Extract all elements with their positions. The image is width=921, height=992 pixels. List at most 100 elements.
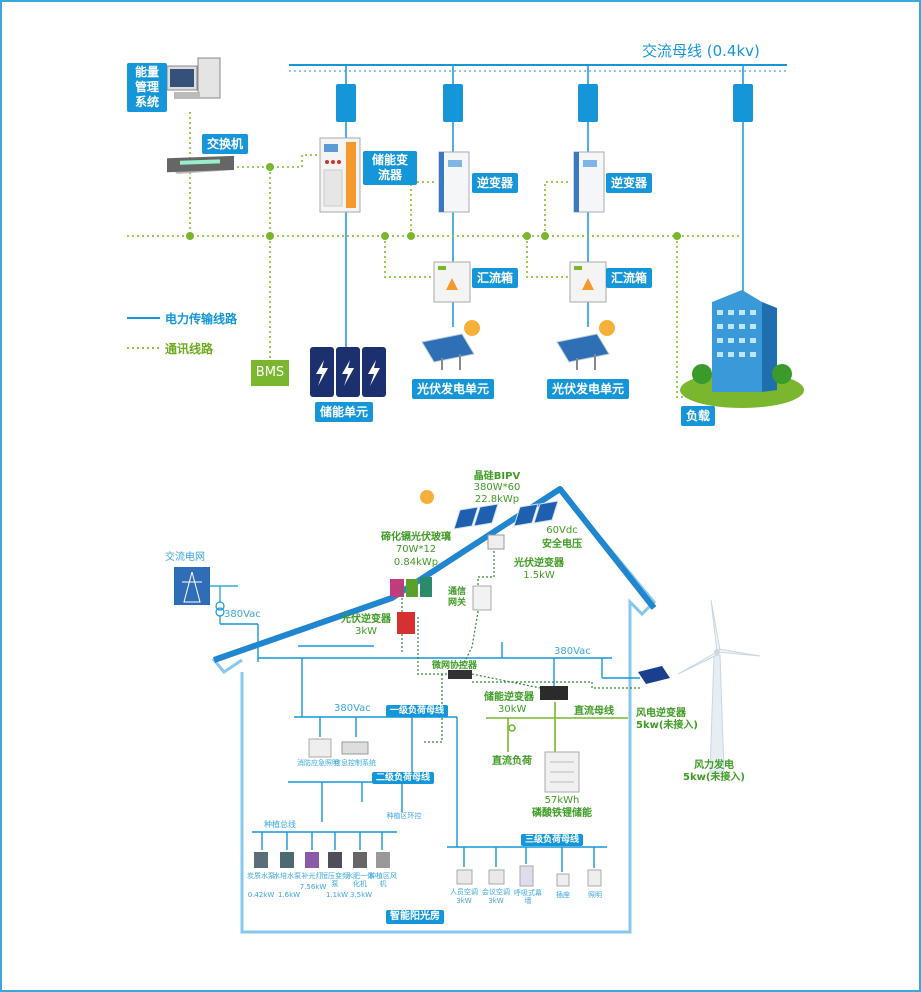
load-left-2-spec: 7.56kW (299, 883, 327, 891)
pv-inv-small-spec: 1.5kW (523, 570, 555, 581)
battery-spec: 57kWh (544, 795, 580, 806)
pv-inv-3k-spec: 3kW (354, 626, 378, 637)
load-right-0-name: 人员空调 (450, 888, 478, 896)
gateway-label: 通信网关 (448, 587, 467, 608)
storage-unit-label: 储能单元 (315, 402, 374, 422)
load-right-3-name: 插座 (556, 891, 570, 899)
level3-bus-label: 三级负荷母线 (521, 834, 584, 846)
pv-inv-3k-title: 光伏逆变器 (341, 614, 391, 625)
pcs-cabinet-icon (319, 137, 361, 213)
load-right-2-name: 呼吸式幕墙 (514, 889, 542, 905)
plant-load-icons (254, 852, 390, 868)
cdte-spec1: 70W*12 (395, 544, 437, 555)
info-ctrl-icon (341, 741, 369, 755)
storage-inverter-icon (540, 686, 568, 700)
pcs-label: 储能变流器 (363, 151, 417, 185)
power-tower-icon (174, 567, 210, 605)
fire-panel-icon (308, 738, 332, 758)
ems-label: 能量管理系统 (127, 63, 167, 112)
load-right-4-name: 照明 (588, 891, 602, 899)
cdte-spec2: 0.84kWp (393, 557, 439, 568)
grid-feed (210, 585, 238, 624)
legend-comm-label: 通讯线路 (165, 342, 214, 356)
load-right-1-spec: 3kW (488, 897, 504, 905)
load-left-5-name: 种植区风机 (369, 872, 397, 888)
combiner1-icon (433, 261, 471, 303)
level3-load-icons (456, 865, 602, 887)
wind-gen-spec: 5kw(未接入) (683, 772, 745, 783)
plant-bus-label: 种植总线 (264, 820, 296, 829)
load-left-4-name: 水肥一体化机 (346, 872, 374, 888)
sun-icon (420, 490, 434, 504)
gateway-icon (472, 585, 492, 611)
storage-inv-title: 储能逆变器 (484, 692, 534, 703)
bipv-panels-icon (453, 500, 559, 530)
switch-label: 交换机 (202, 134, 249, 154)
bipv-title: 晶硅BIPV (473, 471, 521, 482)
grid-label: 交流电网 (165, 552, 205, 563)
pv-unit1-label: 光伏发电单元 (412, 379, 495, 399)
computer-icon (166, 57, 221, 99)
fire-light-label: 消防应急照明 (297, 759, 339, 767)
inverter2-icon (573, 151, 605, 213)
bipv-spec1: 380W*60 (473, 482, 521, 493)
legend-power-label: 电力传输线路 (165, 312, 238, 326)
load-label: 负载 (681, 406, 716, 426)
controller-label: 微网协控器 (432, 661, 478, 671)
battery-title: 磷酸铁锂储能 (532, 808, 592, 819)
controller-icon (448, 670, 472, 679)
plant-ctrl-label: 种植区环控 (386, 812, 422, 820)
info-ctrl-label: 信息控制系统 (334, 759, 376, 767)
level1-bus-label: 一级负荷母线 (386, 705, 449, 717)
combiner2-icon (569, 261, 607, 303)
v380-lv1: 380Vac (334, 703, 371, 714)
pv-unit2-label: 光伏发电单元 (547, 379, 630, 399)
load-right-0-spec: 3kW (456, 897, 472, 905)
wind-gen-title: 风力发电 (694, 760, 734, 771)
solar-panel-icon-1 (421, 320, 480, 370)
load-left-1-name: 水培水泵 (273, 872, 301, 880)
house-walls (211, 487, 657, 934)
storage-inv-spec: 30kW (498, 704, 527, 715)
load-left-3-name: 恒压变频泵 (321, 872, 349, 888)
house-name-label: 智能阳光房 (386, 910, 444, 924)
inverter1-icon (438, 151, 470, 213)
load-left-1-spec: 1.6kW (277, 891, 301, 899)
cdte-title: 碲化镉光伏玻璃 (381, 532, 451, 543)
inverter1-label: 逆变器 (472, 173, 519, 193)
bms-box: BMS (251, 360, 289, 386)
load-left-0-spec: 0.42kW (247, 891, 275, 899)
breaker-load (733, 84, 753, 122)
combiner2-label: 汇流箱 (606, 268, 653, 288)
wind-turbine-icon (677, 599, 761, 773)
dc-bus-label: 直流母线 (574, 706, 614, 717)
comm-nodes (186, 163, 681, 240)
cdte-glass-icon (390, 577, 432, 597)
network-switch-icon (167, 155, 234, 174)
safe-voltage-label: 安全电压 (542, 539, 582, 550)
breaker-inverter2 (578, 84, 598, 122)
ac-bus-title: 交流母线 (0.4kv) (642, 42, 760, 60)
load-left-0-name: 炭质水泵 (247, 872, 275, 880)
bipv-spec2: 22.8kWp (474, 494, 520, 505)
solar-panel-icon-2 (556, 320, 615, 370)
breaker-inverter1 (443, 84, 463, 122)
house-roof (213, 486, 657, 663)
vdc60-label: 60Vdc (546, 525, 578, 536)
dc-load-label: 直流负荷 (492, 756, 532, 767)
wind-inv-spec: 5kw(未接入) (636, 720, 698, 731)
inverter2-label: 逆变器 (606, 173, 653, 193)
pv-inverter-3k-icon (397, 612, 415, 634)
load-left-2-name: 补光灯 (301, 872, 323, 880)
load-left-3-spec: 1.1kW (325, 891, 349, 899)
pv-inverter-small-icon (487, 534, 505, 550)
building-icon (680, 290, 804, 408)
pv-inv-small-title: 光伏逆变器 (514, 558, 564, 569)
combiner1-label: 汇流箱 (472, 268, 519, 288)
v380-bus: 380Vac (554, 646, 591, 657)
battery-icon (310, 347, 386, 397)
load-left-4-spec: 3.5kW (349, 891, 373, 899)
level2-bus-label: 二级负荷母线 (372, 772, 435, 784)
breakers (336, 84, 753, 122)
